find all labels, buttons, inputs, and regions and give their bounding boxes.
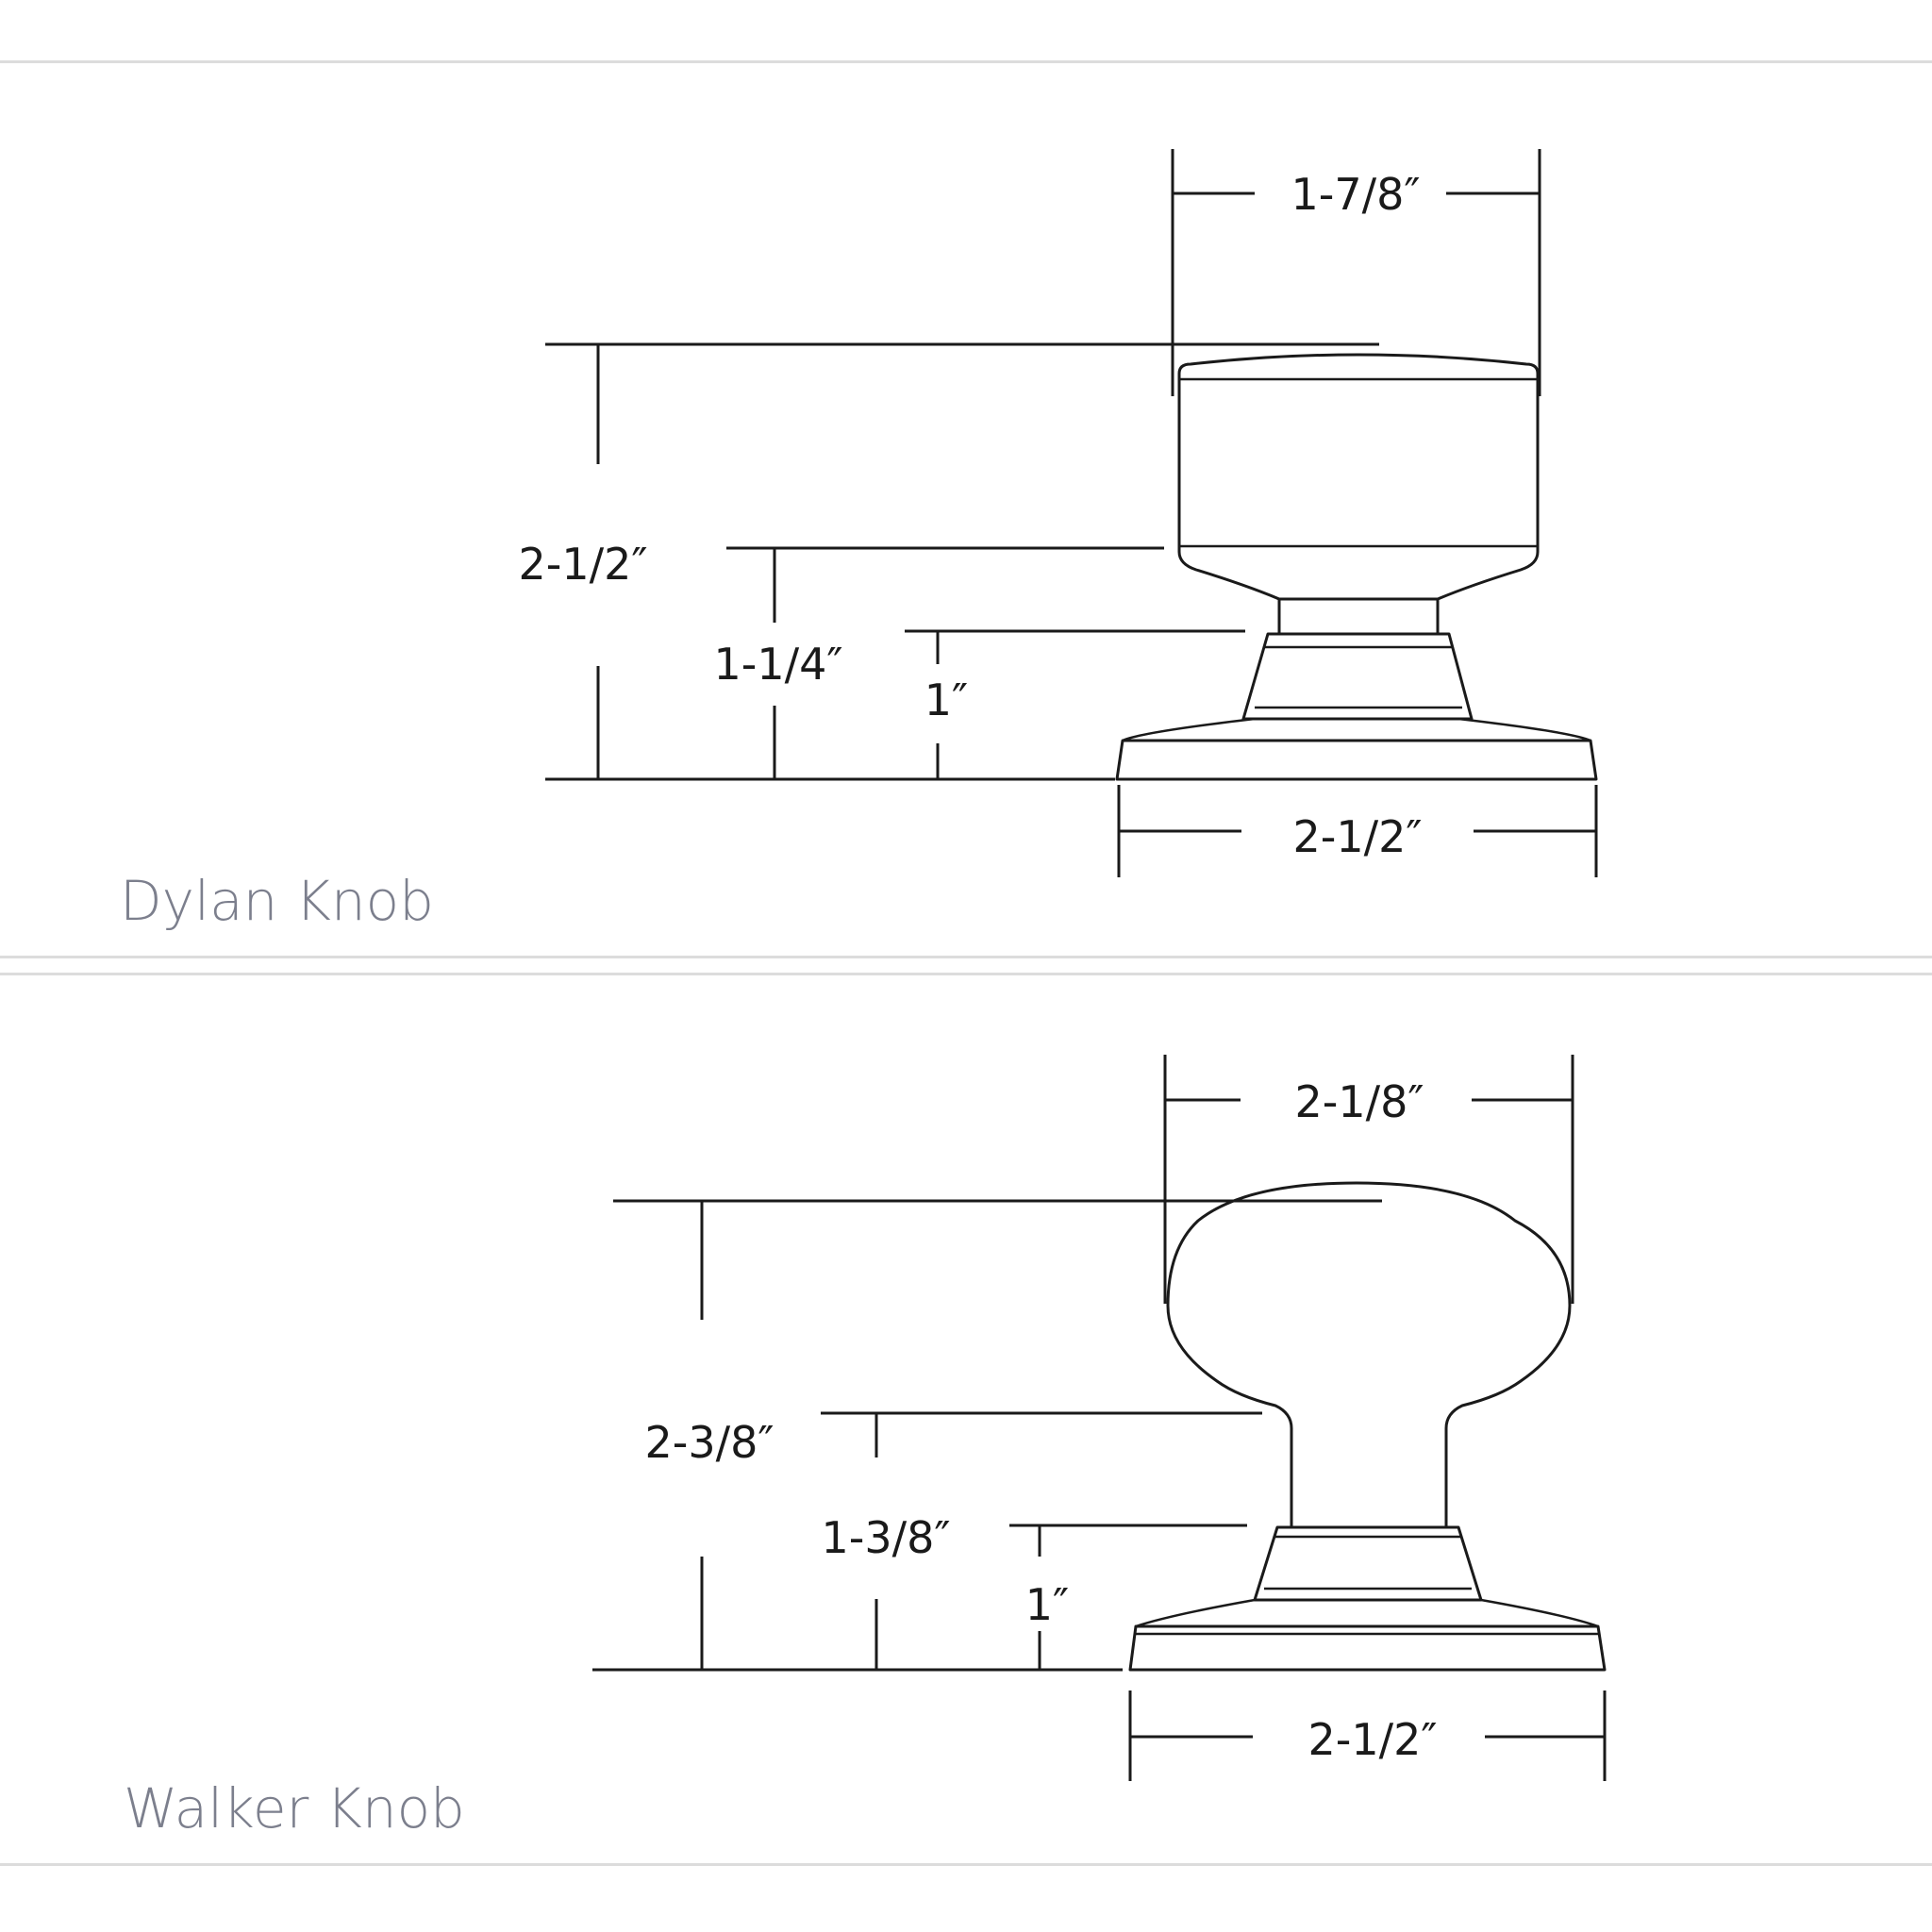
dylan-head-width-label: 1-7/8″ [1291,169,1420,220]
walker-rose-width-label: 2-1/2″ [1307,1714,1437,1765]
dylan-head [1177,353,1540,601]
walker-knob-title: Walker Knob [124,1776,465,1840]
dylan-overall-height-label: 2-1/2″ [518,539,647,590]
dylan-rose-height-label: 1″ [924,675,968,725]
middle-divider-lower [0,973,1932,975]
walker-dimension-labels: 2-1/8″ 2-3/8″ 1-3/8″ 1″ 2-1/2″ [644,1076,1437,1765]
top-divider [0,60,1932,63]
dylan-knob-title: Dylan Knob [120,869,434,933]
walker-knob-drawing: 2-1/8″ 2-3/8″ 1-3/8″ 1″ 2-1/2″ [592,1055,1607,1781]
dylan-dimension-labels: 1-7/8″ 2-1/2″ 1-1/4″ 1″ 2-1/2″ [518,169,1422,862]
dylan-rose-width-label: 2-1/2″ [1292,811,1422,862]
walker-knob-outline [1128,1181,1607,1672]
walker-rose-plate [1128,1624,1607,1672]
dylan-neck [1277,597,1440,636]
walker-dimension-lines [592,1055,1607,1781]
dylan-rose-bevel [1122,717,1591,742]
walker-neck-height-label: 1-3/8″ [821,1512,950,1563]
dylan-dimension-lines [545,149,1598,877]
dylan-rose-plate [1115,739,1598,781]
dylan-knob-outline [1115,353,1598,781]
dylan-knob-drawing: 1-7/8″ 2-1/2″ 1-1/4″ 1″ 2-1/2″ [518,149,1598,877]
bottom-divider [0,1863,1932,1866]
walker-rose-bevel [1135,1598,1599,1628]
walker-overall-height-label: 2-3/8″ [644,1417,774,1468]
middle-divider-upper [0,956,1932,958]
walker-head-width-label: 2-1/8″ [1294,1076,1424,1127]
walker-rose-height-label: 1″ [1025,1579,1069,1630]
dylan-neck-height-label: 1-1/4″ [713,639,842,690]
walker-head [1166,1181,1572,1529]
